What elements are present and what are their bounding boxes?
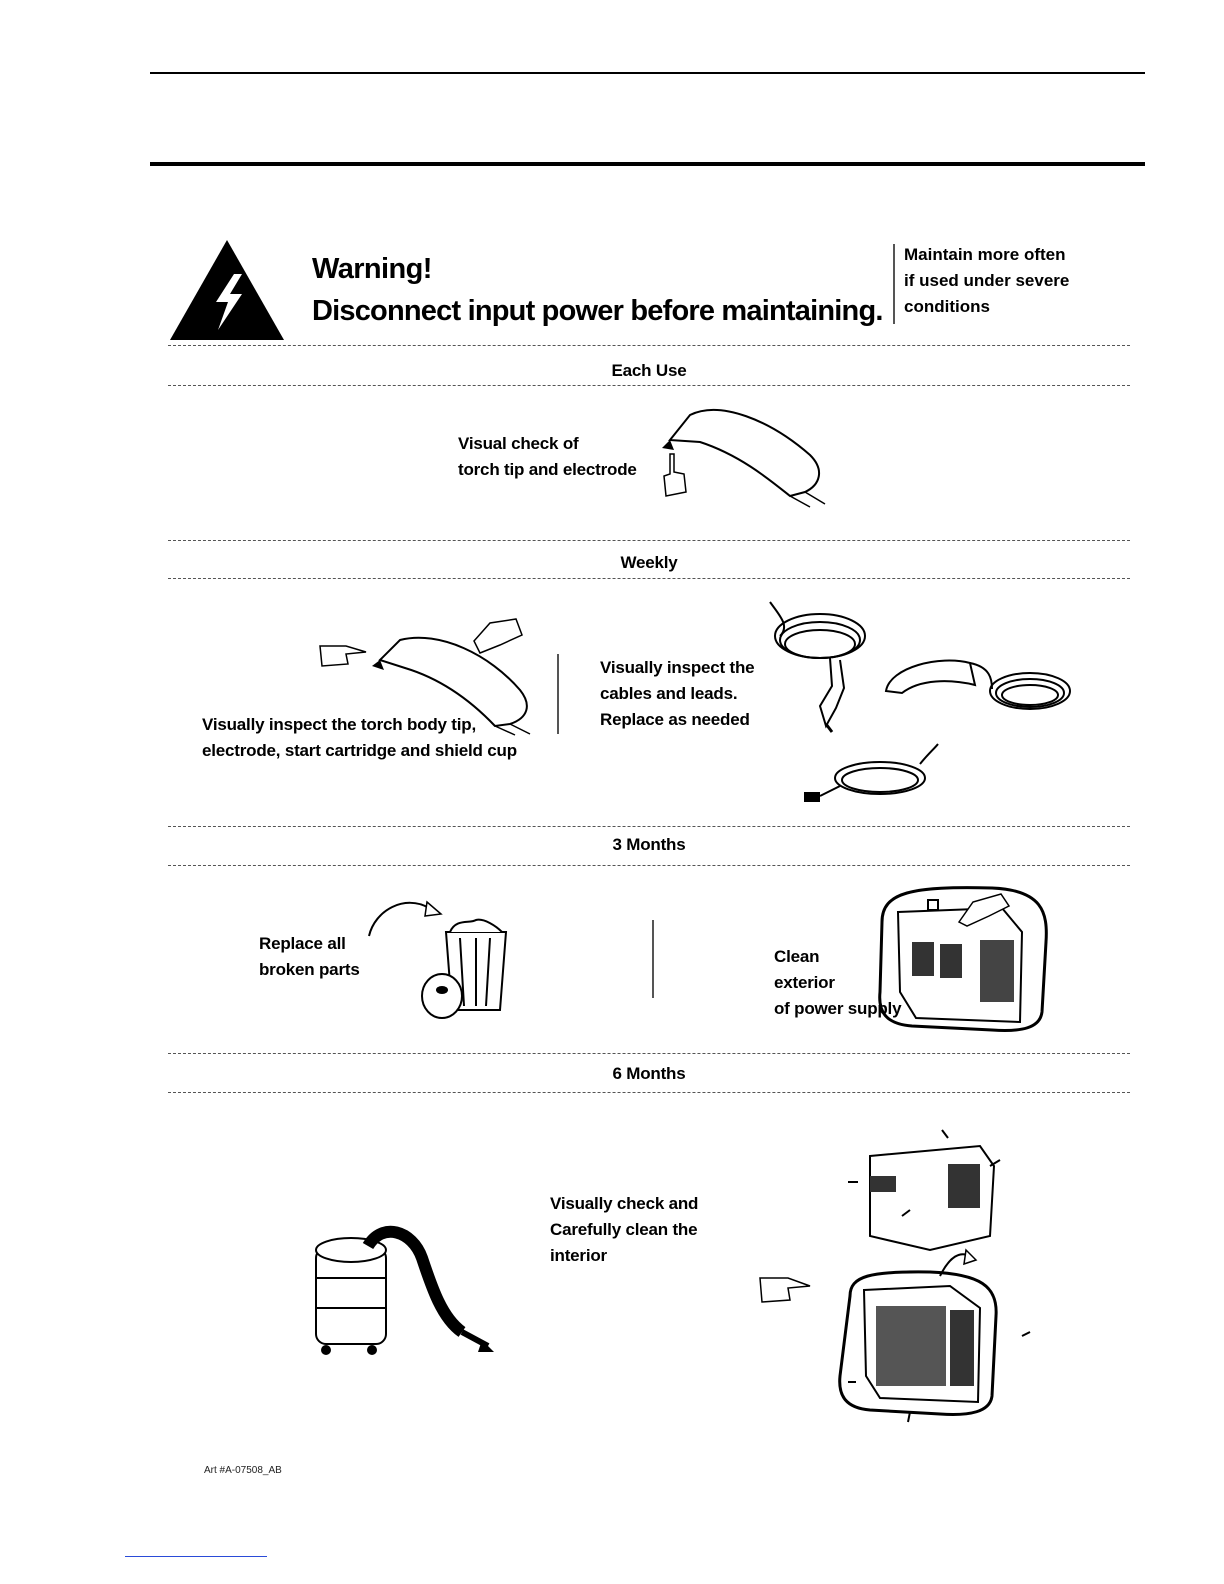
pointing-hand-icon xyxy=(957,893,1011,927)
section-divider xyxy=(168,385,1130,386)
instruction-line: electrode, start cartridge and shield cu… xyxy=(202,741,517,760)
warning-title: Warning! xyxy=(312,253,432,285)
warning-subtitle: Disconnect input power before maintainin… xyxy=(312,295,883,327)
replace-parts-instruction: Replace all broken parts xyxy=(259,931,360,983)
curved-arrow-icon xyxy=(368,900,443,937)
instruction-line: cables and leads. xyxy=(600,684,738,703)
torch-lead-illustration xyxy=(884,659,1071,710)
section-title-each-use: Each Use xyxy=(611,361,687,380)
instruction-line: torch tip and electrode xyxy=(458,460,637,479)
instruction-line: Visually inspect the torch body tip, xyxy=(202,715,476,734)
pointing-hand-icon xyxy=(473,618,523,654)
instruction-line: Visually inspect the xyxy=(600,658,755,677)
power-supply-cover-removed-illustration xyxy=(838,1129,1031,1423)
section-divider xyxy=(168,1092,1130,1093)
instruction-line: of power supply xyxy=(774,999,902,1018)
art-number: Art #A-07508_AB xyxy=(204,1465,282,1476)
power-cord-illustration xyxy=(804,743,939,802)
torch-illustration xyxy=(662,409,826,508)
maintenance-note: Maintain more often if used under severe… xyxy=(904,242,1104,320)
work-clamp-cable-illustration xyxy=(769,601,866,733)
instruction-line: Carefully clean the xyxy=(550,1220,698,1239)
weekly-cables-instruction: Visually inspect the cables and leads. R… xyxy=(600,655,755,733)
maintenance-note-line: if used under severe xyxy=(904,271,1070,290)
instruction-line: exterior xyxy=(774,973,835,992)
power-supply-illustration xyxy=(878,886,1048,1032)
section-divider xyxy=(168,540,1130,541)
electric-hazard-icon xyxy=(170,240,284,340)
footer-link-underline[interactable] xyxy=(125,1556,267,1557)
three-months-divider xyxy=(652,920,654,998)
header-rule-bottom xyxy=(150,162,1145,166)
each-use-instruction: Visual check of torch tip and electrode xyxy=(458,431,637,483)
clean-exterior-instruction: Clean exterior of power supply xyxy=(774,944,902,1022)
instruction-line: Clean xyxy=(774,947,820,966)
torch-illustration xyxy=(372,636,531,736)
section-divider xyxy=(168,826,1130,827)
maintenance-note-line: conditions xyxy=(904,297,990,316)
instruction-line: broken parts xyxy=(259,960,360,979)
clean-interior-instruction: Visually check and Carefully clean the i… xyxy=(550,1191,698,1269)
weekly-divider xyxy=(557,654,559,734)
section-divider xyxy=(168,578,1130,579)
section-divider xyxy=(168,865,1130,866)
instruction-line: Replace all xyxy=(259,934,346,953)
pointing-hand-icon xyxy=(319,645,367,667)
instruction-line: interior xyxy=(550,1246,607,1265)
pointing-hand-icon xyxy=(663,453,687,497)
section-divider xyxy=(168,1053,1130,1054)
maintenance-note-line: Maintain more often xyxy=(904,245,1066,264)
instruction-line: Visual check of xyxy=(458,434,579,453)
section-title-6-months: 6 Months xyxy=(612,1064,686,1083)
section-title-weekly: Weekly xyxy=(620,553,678,572)
trash-can-icon xyxy=(421,918,508,1019)
instruction-line: Visually check and xyxy=(550,1194,699,1213)
header-rule-top xyxy=(150,72,1145,74)
warning-divider xyxy=(893,244,895,324)
weekly-torch-instruction: Visually inspect the torch body tip, ele… xyxy=(202,712,517,764)
pointing-hand-icon xyxy=(759,1277,811,1303)
section-title-3-months: 3 Months xyxy=(612,835,686,854)
vacuum-cleaner-illustration xyxy=(315,1225,494,1355)
instruction-line: Replace as needed xyxy=(600,710,750,729)
section-divider xyxy=(168,345,1130,346)
